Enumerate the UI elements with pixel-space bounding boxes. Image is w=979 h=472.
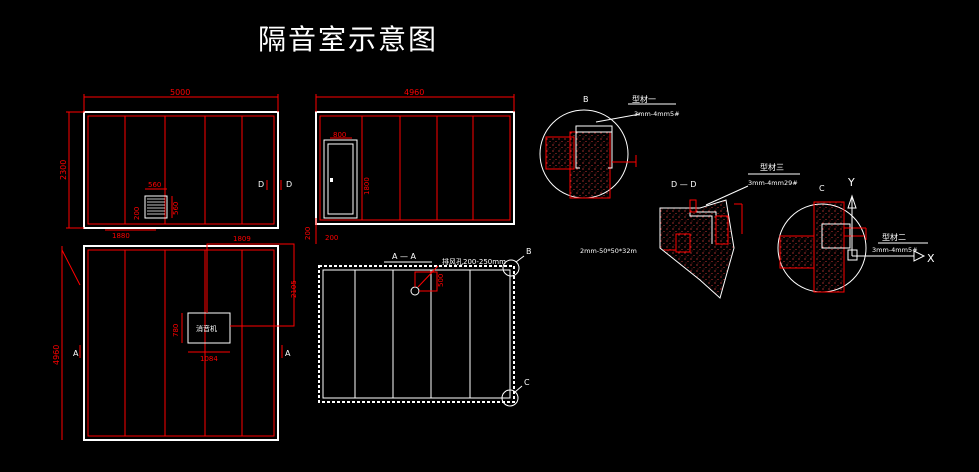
drawing-title: 隔音室示意图	[258, 23, 439, 56]
door-sill-dim: 200	[304, 227, 312, 240]
door	[323, 139, 358, 219]
door-height-dim: 1800	[363, 177, 371, 195]
side-width-dim: 4960	[404, 88, 424, 97]
vent-offset-dim: 1880	[112, 232, 130, 240]
equip-offset-y-dim: 2105	[290, 280, 298, 298]
detail-c-label: C	[819, 184, 825, 193]
detail-d-section: D — D 型材三 3mm-4mm29# 2mm-50*50*32m	[580, 162, 800, 299]
plan-length-dim: 4960	[52, 345, 61, 365]
axis-x-label: X	[927, 252, 935, 265]
detail-d-material: 型材三	[760, 162, 784, 172]
detail-b-spec: 3mm-4mm5#	[634, 110, 680, 118]
plan-view: 4960 消音机 780 1084 1809 2105 A A	[52, 235, 298, 441]
detail-c-spec: 3mm-4mm5#	[872, 246, 918, 254]
ceiling-section-label: A — A	[392, 252, 417, 261]
detail-d-label: D — D	[671, 180, 696, 189]
detail-b: B 型材一 3mm-4mm5#	[539, 94, 680, 199]
ceiling-view: A — A 排风孔200-250mm 500 B C	[318, 247, 532, 407]
detail-d-angle-spec: 2mm-50*50*32m	[580, 247, 637, 255]
vent-grille	[144, 195, 168, 219]
silencer-unit	[187, 312, 231, 344]
plan-section-mark-left: A	[73, 349, 79, 358]
front-width-dim: 5000	[170, 88, 190, 97]
door-offset-dim: 200	[325, 234, 338, 242]
detail-d-spec: 3mm-4mm29#	[748, 179, 798, 187]
front-height-dim: 2300	[59, 160, 68, 180]
front-elevation: 5000 2300 560 560 200 1880 D D	[59, 88, 292, 240]
plan-section-mark-right: A	[285, 349, 291, 358]
detail-b-callout: B	[526, 247, 532, 256]
front-section-mark-right: D	[286, 180, 292, 189]
equipment-label: 消音机	[196, 324, 217, 333]
equip-width-dim: 1084	[200, 355, 218, 363]
equip-offset-x-dim: 1809	[233, 235, 251, 243]
equip-height-dim: 780	[172, 324, 180, 337]
detail-c: C 型材二 3mm-4mm5# X Y	[777, 176, 935, 293]
hole-dim: 500	[437, 274, 445, 287]
side-elevation: 4960 800 1800 200 200	[304, 88, 515, 244]
vent-height-dim: 560	[172, 202, 180, 215]
vent-sill-dim: 200	[133, 207, 141, 220]
detail-c-callout: C	[524, 378, 530, 387]
front-section-mark-left: D	[258, 180, 264, 189]
exhaust-hole-note: 排风孔200-250mm	[442, 257, 506, 266]
door-width-dim: 800	[333, 131, 346, 139]
vent-width-dim: 560	[148, 181, 161, 189]
axis-y-label: Y	[847, 176, 855, 189]
exhaust-hole	[410, 286, 420, 296]
detail-b-label: B	[583, 95, 589, 104]
detail-c-material: 型材二	[882, 232, 906, 242]
detail-b-material: 型材一	[632, 94, 656, 104]
